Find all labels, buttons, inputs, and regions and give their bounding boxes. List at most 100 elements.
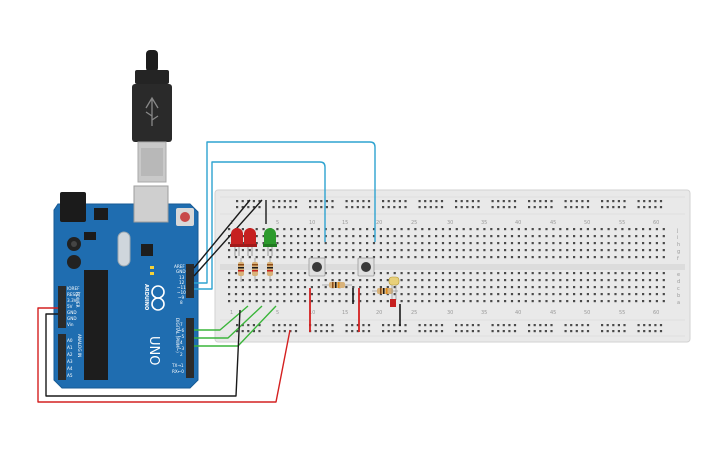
power-header-label: POWER — [75, 292, 80, 308]
breadboard-hole — [628, 272, 631, 275]
wires[interactable] — [37, 141, 401, 403]
pin-label: ~3 — [178, 346, 185, 351]
breadboard-hole — [241, 293, 244, 296]
led-red-2[interactable] — [243, 228, 257, 256]
breadboard-hole — [317, 256, 320, 259]
breadboard-hole — [513, 200, 517, 203]
breadboard-hole — [421, 235, 424, 238]
breadboard-hole — [393, 200, 396, 203]
breadboard-hole — [345, 235, 348, 238]
breadboard-hole — [545, 228, 548, 231]
breadboard-hole — [504, 293, 507, 296]
breadboard-hole — [331, 206, 334, 209]
breadboard-hole — [441, 228, 445, 231]
breadboard-hole — [283, 324, 286, 327]
push-button-2[interactable] — [357, 257, 375, 277]
breadboard-hole — [662, 300, 665, 303]
green-wire-pin6[interactable] — [194, 305, 263, 339]
breadboard-hole — [228, 249, 231, 252]
light-sensor-icon[interactable] — [388, 276, 400, 307]
breadboard-hole — [429, 324, 432, 327]
breadboard-hole — [601, 206, 604, 209]
breadboard-hole — [310, 293, 313, 296]
breadboard-hole — [600, 300, 603, 303]
black-wire-gnd[interactable] — [45, 309, 241, 397]
analog-header[interactable] — [58, 334, 66, 380]
black-wire-led1[interactable] — [193, 199, 251, 269]
breadboard-hole — [497, 330, 500, 333]
breadboard-hole — [317, 235, 320, 238]
breadboard-hole — [324, 242, 327, 245]
breadboard-hole — [476, 286, 479, 289]
breadboard-hole — [497, 272, 500, 275]
breadboard-hole — [460, 324, 463, 327]
black-wire-led2[interactable] — [193, 199, 263, 277]
power-jack — [60, 192, 86, 222]
breadboard-hole — [359, 235, 362, 238]
breadboard-hole — [379, 272, 382, 275]
breadboard-hole — [441, 272, 445, 275]
breadboard-hole — [331, 330, 334, 333]
breadboard-hole — [469, 235, 472, 238]
breadboard-hole — [421, 256, 424, 259]
arduino-uno-board[interactable]: ARDUINO UNO DIGITAL (PWM~) POWER ANALOG … — [53, 185, 199, 389]
breadboard-hole — [356, 330, 359, 333]
resistor-led3[interactable] — [267, 258, 273, 282]
resistor-button2[interactable] — [372, 288, 398, 294]
reset-button[interactable] — [176, 208, 194, 226]
breadboard-hole — [276, 300, 279, 303]
breadboard-hole — [435, 242, 438, 245]
pin-label: 3.3V — [67, 298, 77, 303]
breadboard-hole — [614, 300, 617, 303]
breadboard-hole — [331, 200, 334, 203]
breadboard-hole — [379, 293, 382, 296]
breadboard[interactable]: 1 5 10 15 20 25 30 35 40 45 50 55 60 1 5… — [214, 189, 691, 343]
led-red-1[interactable] — [230, 228, 244, 256]
breadboard-hole — [262, 242, 265, 245]
breadboard-hole — [628, 256, 631, 259]
breadboard-hole — [310, 256, 313, 259]
breadboard-hole — [559, 256, 562, 259]
breadboard-hole — [497, 293, 500, 296]
breadboard-hole — [573, 256, 576, 259]
pin-label: RX←0 — [172, 369, 184, 374]
breadboard-hole — [255, 293, 258, 296]
breadboard-hole — [262, 256, 265, 259]
breadboard-hole — [252, 324, 255, 327]
resistor-button1[interactable] — [322, 282, 352, 288]
resistor-led1[interactable] — [238, 258, 244, 282]
breadboard-hole — [476, 249, 479, 252]
red-wire-5v[interactable] — [37, 307, 291, 403]
breadboard-hole — [407, 300, 410, 303]
breadboard-hole — [297, 293, 300, 296]
green-wire-pin7[interactable] — [194, 305, 249, 331]
breadboard-hole — [269, 300, 272, 303]
breadboard-hole — [517, 256, 520, 259]
breadboard-hole — [654, 206, 657, 209]
breadboard-hole — [455, 200, 458, 203]
breadboard-hole — [559, 293, 562, 296]
usb-cable[interactable] — [132, 50, 172, 183]
led-green[interactable] — [263, 228, 277, 256]
push-button-1[interactable] — [308, 257, 326, 277]
breadboard-hole — [455, 286, 458, 289]
digital-header-bottom[interactable] — [186, 318, 194, 378]
breadboard-hole — [559, 249, 562, 252]
breadboard-hole — [545, 300, 548, 303]
breadboard-hole — [393, 256, 396, 259]
breadboard-hole — [517, 300, 520, 303]
breadboard-hole — [545, 249, 548, 252]
digital-header-top[interactable] — [186, 264, 194, 298]
power-header[interactable] — [58, 286, 66, 328]
resistor-led2[interactable] — [252, 258, 258, 282]
breadboard-hole — [566, 242, 569, 245]
blue-wire-pin12[interactable] — [194, 141, 376, 284]
breadboard-hole — [612, 206, 615, 209]
breadboard-hole — [635, 279, 638, 282]
breadboard-hole — [325, 330, 328, 333]
breadboard-hole — [252, 200, 255, 203]
breadboard-hole — [272, 330, 275, 333]
breadboard-hole — [258, 206, 261, 209]
blue-wire-pin13[interactable] — [194, 161, 326, 290]
